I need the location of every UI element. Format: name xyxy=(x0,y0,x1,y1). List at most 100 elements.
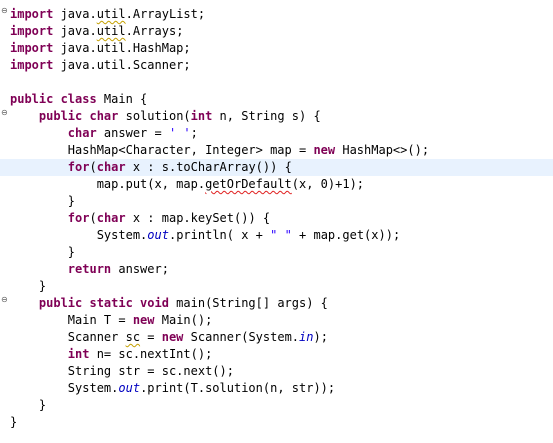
code-token: ( xyxy=(89,160,97,174)
code-token: } xyxy=(10,415,18,429)
code-token: .ArrayList; xyxy=(125,7,206,21)
code-line[interactable]: for(char x : map.keySet()) { xyxy=(0,210,553,227)
code-line[interactable]: public static void main(String[] args) { xyxy=(0,295,553,312)
code-text: public static void main(String[] args) { xyxy=(10,295,328,312)
keyword-token: return xyxy=(67,262,112,276)
code-line[interactable]: return answer; xyxy=(0,261,553,278)
code-text: public class Main { xyxy=(10,91,147,108)
warning-squiggle-token: sc xyxy=(125,330,141,344)
code-line[interactable]: System.out.print(T.solution(n, str)); xyxy=(0,380,553,397)
code-token: solution( xyxy=(118,109,191,123)
code-line[interactable]: HashMap<Character, Integer> map = new Ha… xyxy=(0,142,553,159)
code-token: ); xyxy=(313,330,328,344)
code-token: java.util.HashMap; xyxy=(53,41,191,55)
code-token: .println( x + xyxy=(168,228,271,242)
code-line[interactable] xyxy=(0,74,553,91)
code-token: } xyxy=(10,279,47,293)
code-line[interactable]: } xyxy=(0,414,553,431)
code-token: java. xyxy=(53,24,97,38)
code-text: char answer = ' '; xyxy=(10,125,198,142)
warning-squiggle-token: util xyxy=(96,7,126,21)
keyword-token: import xyxy=(10,7,54,21)
code-token: java. xyxy=(53,7,97,21)
code-token: Main { xyxy=(96,92,148,106)
code-text: Scanner sc = new Scanner(System.in); xyxy=(10,329,328,346)
code-token: HashMap<>(); xyxy=(335,143,430,157)
code-line[interactable]: import java.util.ArrayList; xyxy=(0,6,553,23)
keyword-token: new xyxy=(313,143,336,157)
static-field-token: out xyxy=(147,228,169,242)
code-line[interactable]: String str = sc.next(); xyxy=(0,363,553,380)
code-token: } xyxy=(10,194,76,208)
keyword-token: import xyxy=(10,24,54,38)
code-text: String str = sc.next(); xyxy=(10,363,234,380)
code-token xyxy=(10,160,68,174)
string-literal: ' ' xyxy=(168,126,191,140)
code-text: } xyxy=(10,414,17,431)
code-token: } xyxy=(10,398,47,412)
code-token: ( xyxy=(89,211,97,225)
code-text: import java.util.HashMap; xyxy=(10,40,191,57)
code-line[interactable]: char answer = ' '; xyxy=(0,125,553,142)
code-text: for(char x : map.keySet()) { xyxy=(10,210,270,227)
code-token: .Arrays; xyxy=(125,24,184,38)
code-token: } xyxy=(10,245,76,259)
code-line[interactable]: map.put(x, map.getOrDefault(x, 0)+1); xyxy=(0,176,553,193)
keyword-token: int xyxy=(190,109,213,123)
code-line[interactable]: Scanner sc = new Scanner(System.in); xyxy=(0,329,553,346)
static-field-token: out xyxy=(118,381,141,395)
code-token: System. xyxy=(10,381,119,395)
code-token: java.util.Scanner; xyxy=(53,58,191,72)
fold-collapse-icon[interactable]: ⊖ xyxy=(1,6,8,15)
code-token: (x, 0)+1); xyxy=(291,177,365,191)
code-line[interactable]: System.out.println( x + " " + map.get(x)… xyxy=(0,227,553,244)
keyword-token: new xyxy=(161,330,184,344)
code-line[interactable]: import java.util.HashMap; xyxy=(0,40,553,57)
code-text: import java.util.ArrayList; xyxy=(10,6,205,23)
code-token: Main T = xyxy=(10,313,133,327)
code-token: map.put(x, map. xyxy=(10,177,206,191)
code-line[interactable]: } xyxy=(0,397,553,414)
code-token: n= sc.nextInt(); xyxy=(89,347,213,361)
code-token: Scanner xyxy=(10,330,126,344)
keyword-token: public class xyxy=(10,92,97,106)
code-line[interactable]: import java.util.Scanner; xyxy=(0,57,553,74)
code-line[interactable]: for(char x : s.toCharArray()) { xyxy=(0,159,553,176)
keyword-token: int xyxy=(67,347,90,361)
code-text: } xyxy=(10,397,46,414)
code-text: System.out.println( x + " " + map.get(x)… xyxy=(10,227,401,244)
keyword-token: new xyxy=(132,313,155,327)
code-token: main(String[] args) { xyxy=(168,296,328,310)
fold-collapse-icon[interactable]: ⊖ xyxy=(1,108,8,117)
code-line[interactable]: Main T = new Main(); xyxy=(0,312,553,329)
static-field-token: in xyxy=(299,330,314,344)
code-line[interactable]: public char solution(int n, String s) { xyxy=(0,108,553,125)
code-token xyxy=(10,126,68,140)
code-token xyxy=(10,262,68,276)
code-text: } xyxy=(10,244,75,261)
code-line[interactable]: int n= sc.nextInt(); xyxy=(0,346,553,363)
code-text: } xyxy=(10,193,75,210)
code-token: Scanner(System. xyxy=(183,330,300,344)
fold-collapse-icon[interactable]: ⊖ xyxy=(1,295,8,304)
code-token: x : s.toCharArray()) { xyxy=(125,160,292,174)
string-literal: " " xyxy=(270,228,292,242)
code-token: = xyxy=(140,330,162,344)
code-line[interactable]: } xyxy=(0,193,553,210)
keyword-token: public static void xyxy=(38,296,169,310)
code-text: HashMap<Character, Integer> map = new Ha… xyxy=(10,142,429,159)
warning-squiggle-token: util xyxy=(96,24,126,38)
code-line[interactable]: import java.util.Arrays; xyxy=(0,23,553,40)
code-token xyxy=(10,211,68,225)
code-token: answer; xyxy=(111,262,169,276)
code-token: ; xyxy=(190,126,198,140)
code-text: int n= sc.nextInt(); xyxy=(10,346,213,363)
code-line[interactable]: } xyxy=(0,278,553,295)
code-text: Main T = new Main(); xyxy=(10,312,213,329)
code-text: } xyxy=(10,278,46,295)
keyword-token: char xyxy=(96,160,126,174)
code-line[interactable]: } xyxy=(0,244,553,261)
code-line[interactable]: public class Main { xyxy=(0,91,553,108)
code-token: System. xyxy=(10,228,148,242)
